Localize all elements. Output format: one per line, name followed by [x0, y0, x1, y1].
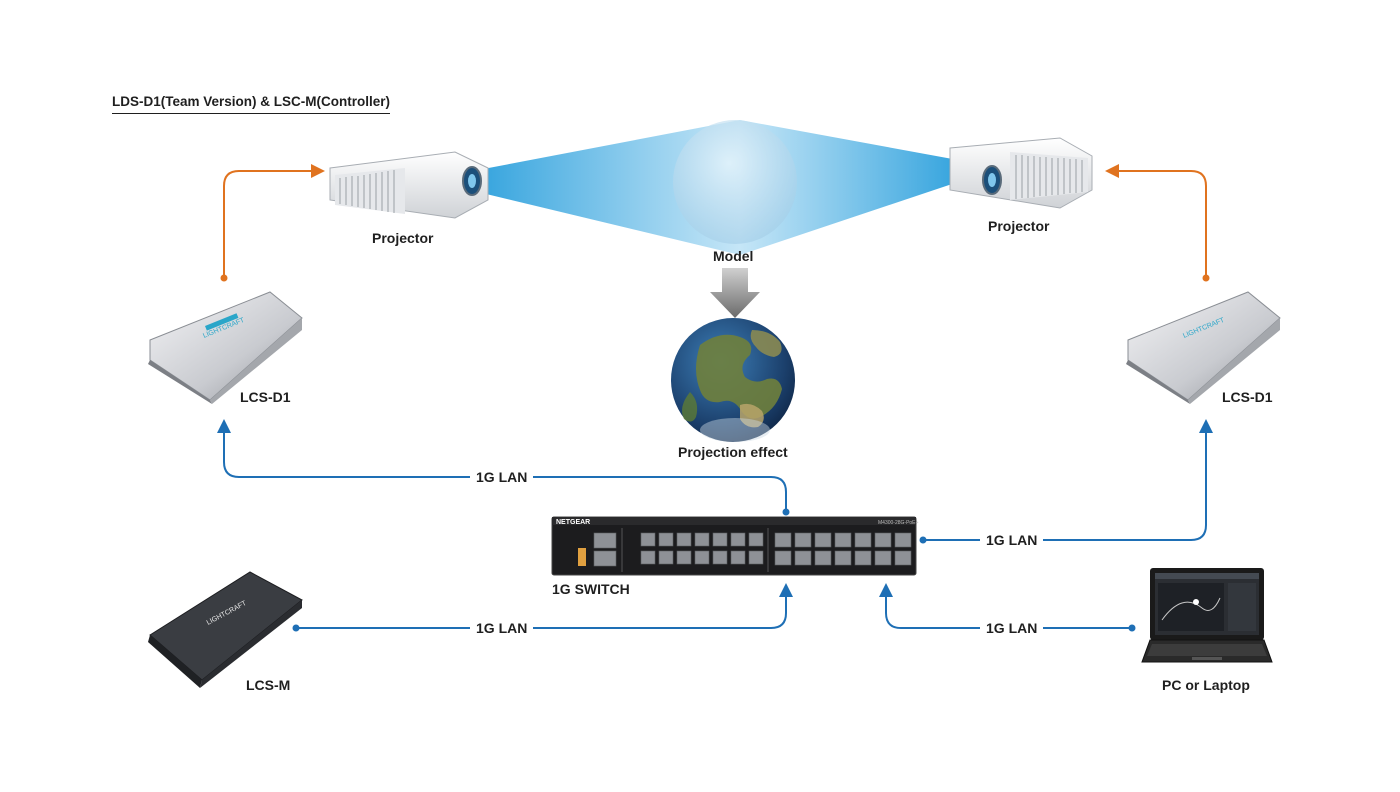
video-link-right	[1105, 164, 1207, 276]
lcs-d1-right-device: LIGHTCRAFT	[1126, 291, 1281, 404]
lcs-d1-left-label: LCS-D1	[240, 389, 291, 405]
switch-brand: NETGEAR	[556, 519, 590, 526]
lan-link-bottom-right	[879, 583, 1130, 629]
projection-beam-left	[478, 120, 740, 255]
lan-link-right-dot	[919, 536, 927, 544]
lan-bottom-right-label: 1G LAN	[980, 620, 1044, 636]
lan-link-bottom-left-dot	[292, 624, 300, 632]
projector-right-label: Projector	[988, 218, 1050, 234]
projector-left-label: Projector	[372, 230, 434, 246]
lan-link-bottom-left	[298, 583, 793, 629]
projection-effect-label: Projection effect	[678, 444, 788, 460]
globe-icon	[671, 318, 795, 442]
switch-device: NETGEAR M4300-28G-PoE+	[551, 516, 919, 576]
lan-link-bottom-right-dot	[1128, 624, 1136, 632]
switch-model: M4300-28G-PoE+	[878, 520, 919, 526]
pc-laptop-label: PC or Laptop	[1162, 677, 1250, 693]
projection-beam-right	[740, 120, 958, 255]
diagram-title: LDS-D1(Team Version) & LSC-M(Controller)	[112, 94, 391, 114]
lan-right-label: 1G LAN	[980, 532, 1044, 548]
switch-label: 1G SWITCH	[552, 581, 630, 597]
video-link-left	[223, 164, 325, 276]
lan-top-label: 1G LAN	[470, 469, 534, 485]
lan-link-right	[925, 419, 1213, 541]
lan-link-top	[217, 419, 787, 510]
model-sphere	[673, 120, 797, 244]
lan-link-top-dot	[782, 508, 790, 516]
projector-right-device	[949, 137, 1093, 209]
video-link-right-dot	[1202, 274, 1210, 282]
video-link-left-dot	[220, 274, 228, 282]
model-label: Model	[713, 248, 754, 264]
lcs-d1-right-label: LCS-D1	[1222, 389, 1273, 405]
lcs-m-label: LCS-M	[246, 677, 291, 693]
lcs-m-device: LIGHTCRAFT	[148, 571, 303, 688]
down-arrow-icon	[710, 268, 760, 318]
projector-left-device	[329, 151, 489, 219]
lan-bottom-left-label: 1G LAN	[470, 620, 534, 636]
laptop-device	[1141, 568, 1273, 663]
lcs-d1-left-device: LIGHTCRAFT	[148, 291, 303, 404]
